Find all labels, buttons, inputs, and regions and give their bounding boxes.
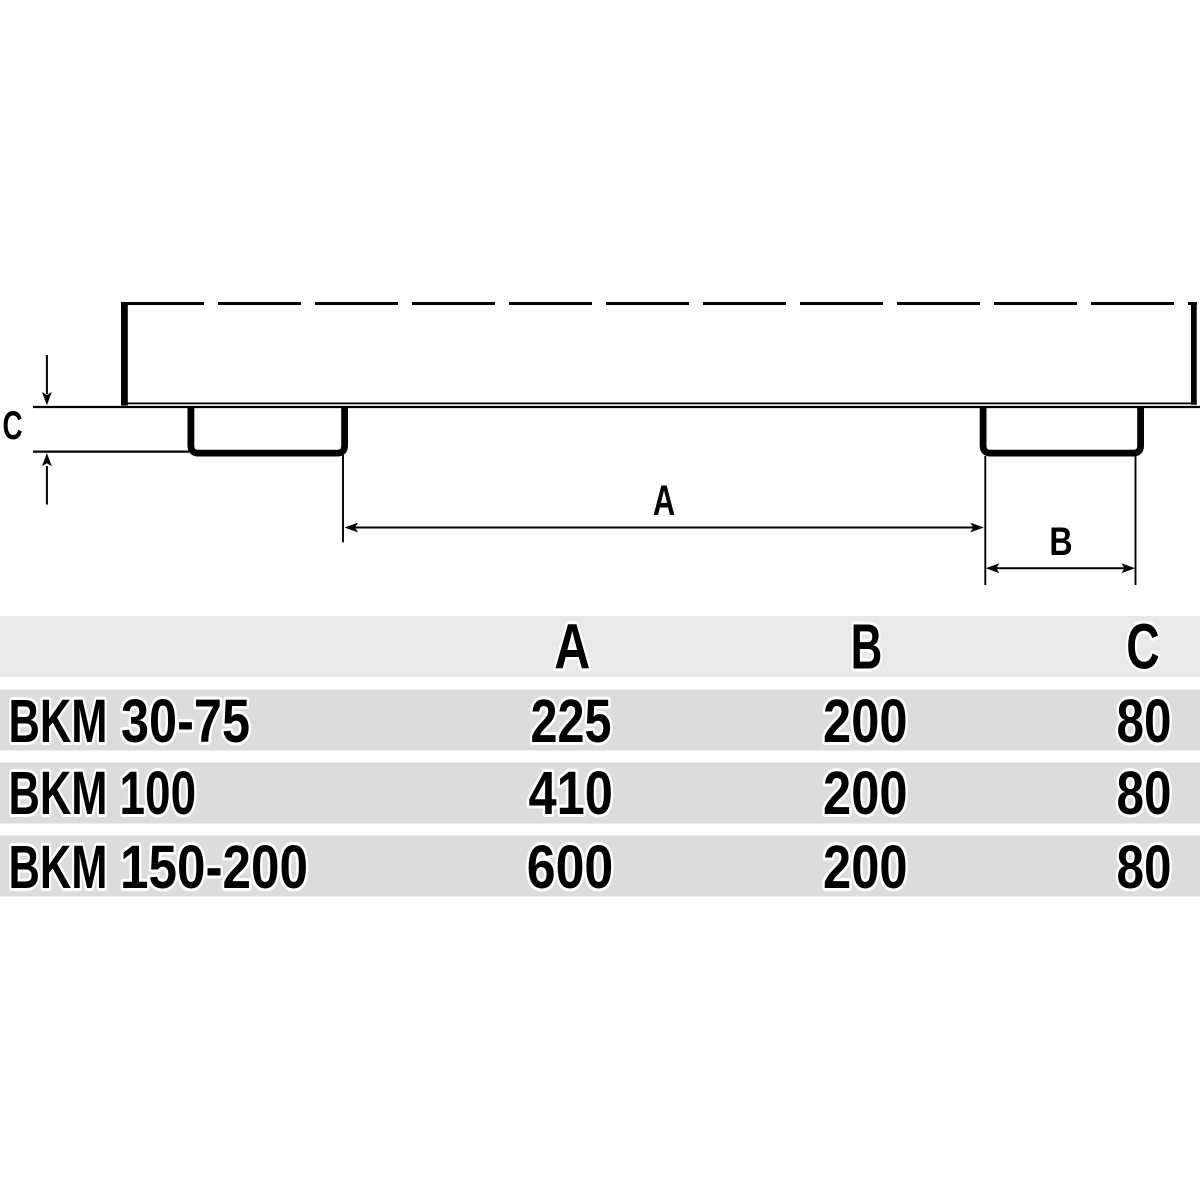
svg-text:150-200: 150-200	[120, 833, 308, 901]
svg-text:C: C	[2, 404, 22, 448]
svg-text:B: B	[1049, 519, 1072, 564]
svg-text:BKM: BKM	[9, 687, 108, 755]
svg-text:B: B	[851, 611, 883, 683]
svg-text:A: A	[554, 611, 590, 683]
svg-text:BKM: BKM	[9, 759, 108, 827]
svg-text:80: 80	[1117, 833, 1172, 901]
svg-text:200: 200	[823, 833, 908, 901]
svg-text:200: 200	[823, 759, 908, 827]
svg-text:80: 80	[1117, 759, 1172, 827]
svg-text:BKM: BKM	[9, 833, 108, 901]
svg-text:225: 225	[531, 687, 612, 755]
svg-text:410: 410	[528, 759, 613, 827]
svg-text:600: 600	[527, 833, 614, 901]
svg-text:30-75: 30-75	[121, 687, 250, 755]
svg-text:200: 200	[823, 687, 908, 755]
svg-text:100: 100	[120, 759, 197, 827]
svg-text:A: A	[653, 477, 675, 525]
svg-text:80: 80	[1117, 687, 1172, 755]
svg-text:C: C	[1126, 611, 1159, 683]
